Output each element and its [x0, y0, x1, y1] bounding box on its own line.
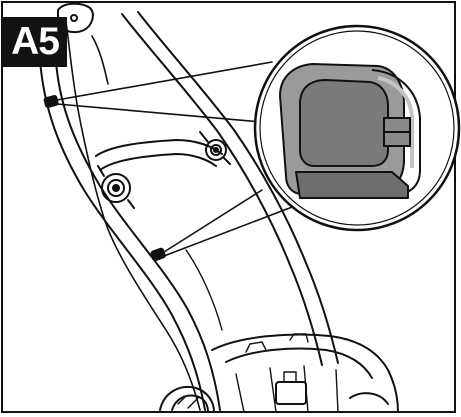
leader-line-upper [56, 61, 273, 101]
mower-deck [211, 333, 399, 413]
callout-magnifier [253, 24, 461, 232]
power-cable [65, 21, 201, 411]
left-knob-icon [97, 165, 135, 209]
right-knob-icon [199, 131, 231, 165]
cable-clip-upper-marker [43, 95, 59, 108]
step-label: A5 [3, 17, 67, 67]
cable-clip-lower-marker [150, 247, 166, 262]
switch-box [57, 2, 94, 34]
leader-line-lower [163, 189, 263, 253]
cable-clip-icon [279, 63, 421, 199]
rear-wheel-icon [159, 386, 215, 413]
handle-crossbar [95, 139, 223, 157]
right-handle-tube [121, 13, 323, 366]
figure-border [1, 1, 456, 413]
left-handle-tube [39, 59, 206, 411]
